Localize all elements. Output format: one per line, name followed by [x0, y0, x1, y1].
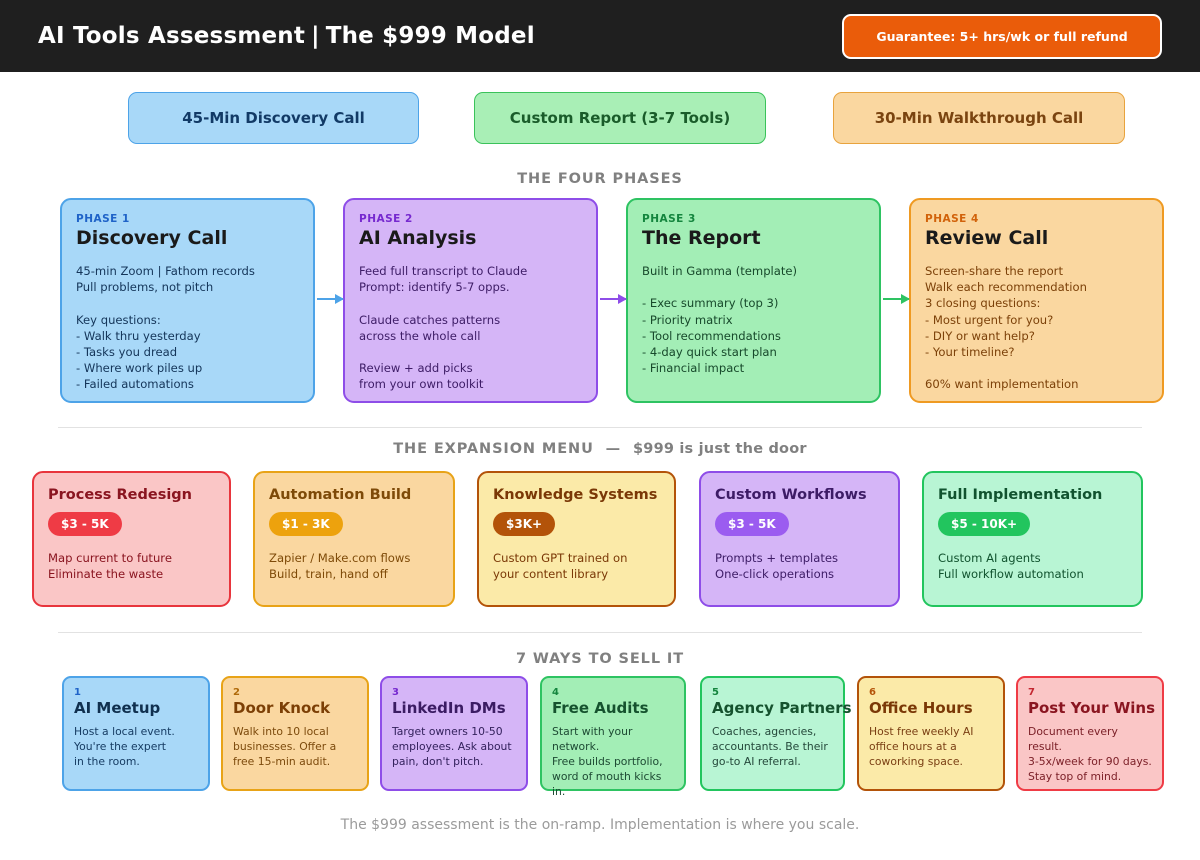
phase-3-kicker: PHASE 3 [642, 213, 696, 225]
expansion-1-title: Process Redesign [48, 487, 192, 503]
way-card-office-hours[interactable]: 6 Office Hours Host free weekly AI offic… [857, 676, 1005, 791]
expansion-1-body: Map current to future Eliminate the wast… [48, 551, 172, 581]
way-6-number: 6 [869, 687, 876, 698]
expansion-1-price-badge: $3 - 5K [48, 512, 122, 536]
ways-section-heading: 7 WAYS TO SELL IT [515, 651, 685, 667]
page-title: AI Tools Assessment|The $999 Model [38, 23, 535, 49]
expansion-card-full-implementation[interactable]: Full Implementation $5 - 10K+ Custom AI … [922, 471, 1143, 607]
way-1-title: AI Meetup [74, 699, 161, 717]
expansion-3-title: Knowledge Systems [493, 487, 658, 503]
phase-4-kicker: PHASE 4 [925, 213, 979, 225]
way-card-free-audits[interactable]: 4 Free Audits Start with your network. F… [540, 676, 686, 798]
expansion-heading-light: $999 is just the door [632, 441, 807, 457]
way-7-body: Document every result. 3-5x/week for 90 … [1028, 725, 1152, 783]
expansion-4-price-badge: $3 - 5K [715, 512, 789, 536]
phase-1-body: 45-min Zoom | Fathom records Pull proble… [76, 264, 255, 392]
page-title-sub: The $999 Model [325, 23, 535, 49]
expansion-3-body: Custom GPT trained on your content libra… [493, 551, 628, 581]
expansion-5-price-badge: $5 - 10K+ [938, 512, 1031, 536]
expansion-5-title: Full Implementation [938, 487, 1103, 503]
way-4-title: Free Audits [552, 699, 649, 717]
phase-card-4[interactable]: PHASE 4 Review Call Screen-share the rep… [909, 198, 1164, 403]
expansion-3-price-badge: $3K+ [493, 512, 556, 536]
expansion-heading-bold: THE EXPANSION MENU [393, 441, 594, 457]
expansion-4-body: Prompts + templates One-click operations [715, 551, 839, 581]
expansion-4-title: Custom Workflows [715, 487, 867, 503]
deliverable-pill-custom-report[interactable]: Custom Report (3-7 Tools) [474, 92, 766, 144]
way-1-body: Host a local event. You're the expert in… [74, 725, 175, 768]
title-separator: | [311, 23, 320, 49]
way-card-door-knock[interactable]: 2 Door Knock Walk into 10 local business… [221, 676, 369, 791]
phase-1-kicker: PHASE 1 [76, 213, 130, 225]
expansion-card-automation-build[interactable]: Automation Build $1 - 3K Zapier / Make.c… [253, 471, 455, 607]
way-card-post-your-wins[interactable]: 7 Post Your Wins Document every result. … [1016, 676, 1164, 791]
expansion-5-body: Custom AI agents Full workflow automatio… [938, 551, 1084, 581]
expansion-row: Process Redesign $3 - 5K Map current to … [0, 471, 1200, 607]
deliverable-pill-discovery-call[interactable]: 45-Min Discovery Call [128, 92, 419, 144]
phase-4-title: Review Call [925, 227, 1049, 249]
footer-note: The $999 assessment is the on-ramp. Impl… [340, 817, 860, 833]
deliverables-row: 45-Min Discovery Call Custom Report (3-7… [0, 92, 1200, 144]
way-5-body: Coaches, agencies, accountants. Be their… [712, 725, 828, 768]
phase-card-2[interactable]: PHASE 2 AI Analysis Feed full transcript… [343, 198, 598, 403]
way-4-number: 4 [552, 687, 559, 698]
divider-phases-expansion [58, 427, 1142, 428]
phase-card-3[interactable]: PHASE 3 The Report Built in Gamma (templ… [626, 198, 881, 403]
way-2-body: Walk into 10 local businesses. Offer a f… [233, 725, 337, 768]
way-card-ai-meetup[interactable]: 1 AI Meetup Host a local event. You're t… [62, 676, 210, 791]
phase-2-title: AI Analysis [359, 227, 477, 249]
way-2-number: 2 [233, 687, 240, 698]
expansion-section-heading: THE EXPANSION MENU — $999 is just the do… [0, 441, 1200, 457]
phase-4-body: Screen-share the report Walk each recomm… [925, 264, 1087, 392]
guarantee-badge[interactable]: Guarantee: 5+ hrs/wk or full refund [842, 14, 1162, 59]
page-title-main: AI Tools Assessment [38, 23, 306, 49]
ways-row: 1 AI Meetup Host a local event. You're t… [0, 676, 1200, 798]
phase-1-title: Discovery Call [76, 227, 228, 249]
phase-2-kicker: PHASE 2 [359, 213, 413, 225]
way-card-linkedin-dms[interactable]: 3 LinkedIn DMs Target owners 10-50 emplo… [380, 676, 528, 791]
way-3-body: Target owners 10-50 employees. Ask about… [392, 725, 512, 768]
way-7-title: Post Your Wins [1028, 699, 1156, 717]
way-6-title: Office Hours [869, 699, 973, 717]
expansion-2-price-badge: $1 - 3K [269, 512, 343, 536]
expansion-heading-dash: — [605, 441, 622, 457]
phases-section-heading: THE FOUR PHASES [517, 171, 683, 187]
way-7-number: 7 [1028, 687, 1035, 698]
expansion-card-custom-workflows[interactable]: Custom Workflows $3 - 5K Prompts + templ… [699, 471, 900, 607]
way-4-body: Start with your network. Free builds por… [552, 725, 663, 798]
arrow-icon-phase2-to-phase3 [600, 294, 627, 304]
phases-row: PHASE 1 Discovery Call 45-min Zoom | Fat… [0, 198, 1200, 403]
divider-expansion-ways [58, 632, 1142, 633]
way-5-title: Agency Partners [712, 699, 852, 717]
way-3-title: LinkedIn DMs [392, 699, 506, 717]
expansion-2-body: Zapier / Make.com flows Build, train, ha… [269, 551, 411, 581]
phase-card-1[interactable]: PHASE 1 Discovery Call 45-min Zoom | Fat… [60, 198, 315, 403]
expansion-card-knowledge-systems[interactable]: Knowledge Systems $3K+ Custom GPT traine… [477, 471, 676, 607]
phase-3-body: Built in Gamma (template) - Exec summary… [642, 264, 798, 376]
way-1-number: 1 [74, 687, 81, 698]
arrow-icon-phase3-to-phase4 [883, 294, 910, 304]
way-2-title: Door Knock [233, 699, 331, 717]
expansion-card-process-redesign[interactable]: Process Redesign $3 - 5K Map current to … [32, 471, 231, 607]
way-5-number: 5 [712, 687, 719, 698]
page-header: AI Tools Assessment|The $999 Model Guara… [0, 0, 1200, 72]
deliverable-pill-walkthrough-call[interactable]: 30-Min Walkthrough Call [833, 92, 1125, 144]
way-card-agency-partners[interactable]: 5 Agency Partners Coaches, agencies, acc… [700, 676, 852, 791]
way-6-body: Host free weekly AI office hours at a co… [869, 725, 974, 768]
phase-2-body: Feed full transcript to Claude Prompt: i… [359, 264, 528, 392]
arrow-icon-phase1-to-phase2 [317, 294, 344, 304]
phase-3-title: The Report [642, 227, 761, 249]
expansion-2-title: Automation Build [269, 487, 412, 503]
way-3-number: 3 [392, 687, 399, 698]
